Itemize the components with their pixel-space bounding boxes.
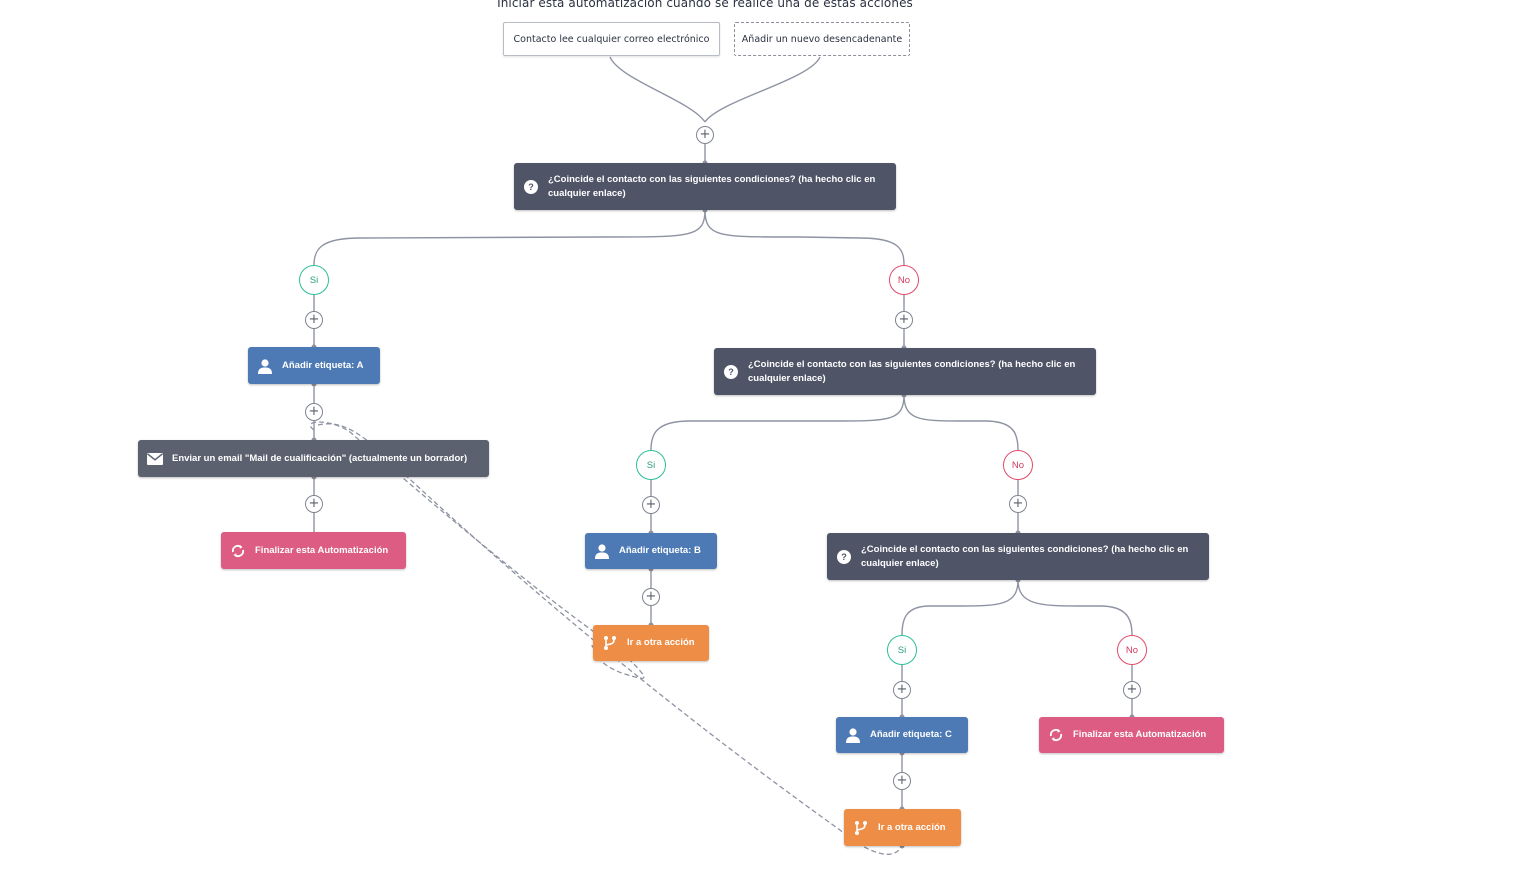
question-icon: ? <box>837 549 851 564</box>
condition-text: ¿Coincide el contacto con las siguientes… <box>548 173 876 199</box>
add-step-button[interactable]: + <box>893 772 911 790</box>
add-step-button[interactable]: + <box>305 403 323 421</box>
action-label: Finalizar esta Automatización <box>1073 729 1207 740</box>
condition-text: ¿Coincide el contacto con las siguientes… <box>748 358 1076 384</box>
branch-no-label: No <box>1003 450 1033 480</box>
branch-no-label: No <box>1117 635 1147 665</box>
user-icon <box>248 358 282 374</box>
add-step-button[interactable]: + <box>893 681 911 699</box>
add-tag-b-node[interactable]: Añadir etiqueta: B <box>585 533 717 569</box>
send-email-node[interactable]: Enviar un email "Mail de cualificación" … <box>138 440 489 477</box>
add-step-button[interactable]: + <box>1123 681 1141 699</box>
question-icon: ? <box>524 179 538 194</box>
condition-node-3[interactable]: ? ¿Coincide el contacto con las siguient… <box>827 533 1209 580</box>
end-automation-node[interactable]: Finalizar esta Automatización <box>221 532 406 569</box>
branch-arrow-icon <box>844 820 878 836</box>
add-step-button[interactable]: + <box>305 311 323 329</box>
action-label: Enviar un email "Mail de cualificación" … <box>172 452 468 464</box>
refresh-icon <box>221 544 255 558</box>
add-step-button[interactable]: + <box>895 311 913 329</box>
envelope-icon <box>138 452 172 465</box>
action-label: Ir a otra acción <box>878 821 946 833</box>
add-trigger-button[interactable]: Añadir un nuevo desencadenante <box>734 22 910 56</box>
end-automation-node[interactable]: Finalizar esta Automatización <box>1039 717 1224 753</box>
add-step-button[interactable]: + <box>642 588 660 606</box>
question-icon: ? <box>724 364 738 379</box>
add-tag-a-node[interactable]: Añadir etiqueta: A <box>248 347 380 384</box>
branch-yes-label: Si <box>299 265 329 295</box>
refresh-icon <box>1039 728 1073 742</box>
condition-node-2[interactable]: ? ¿Coincide el contacto con las siguient… <box>714 348 1096 395</box>
user-icon <box>585 543 619 559</box>
add-step-button[interactable]: + <box>305 495 323 513</box>
branch-arrow-icon <box>593 635 627 651</box>
action-label: Ir a otra acción <box>627 637 695 648</box>
goto-action-node[interactable]: Ir a otra acción <box>844 809 961 846</box>
goto-action-node[interactable]: Ir a otra acción <box>593 625 709 661</box>
action-label: Añadir etiqueta: B <box>619 545 701 556</box>
branch-yes-label: Si <box>636 450 666 480</box>
condition-node-1[interactable]: ? ¿Coincide el contacto con las siguient… <box>514 163 896 210</box>
add-step-button[interactable]: + <box>696 126 714 144</box>
condition-text: ¿Coincide el contacto con las siguientes… <box>861 543 1189 569</box>
branch-yes-label: Si <box>887 635 917 665</box>
trigger-read-email[interactable]: Contacto lee cualquier correo electrónic… <box>503 22 720 56</box>
action-label: Añadir etiqueta: A <box>282 359 364 371</box>
action-label: Finalizar esta Automatización <box>255 544 389 556</box>
add-step-button[interactable]: + <box>642 496 660 514</box>
branch-no-label: No <box>889 265 919 295</box>
add-step-button[interactable]: + <box>1009 495 1027 513</box>
add-tag-c-node[interactable]: Añadir etiqueta: C <box>836 717 968 753</box>
action-label: Añadir etiqueta: C <box>870 729 952 740</box>
user-icon <box>836 727 870 743</box>
trigger-section-title: Iniciar esta automatización cuando se re… <box>497 0 913 10</box>
